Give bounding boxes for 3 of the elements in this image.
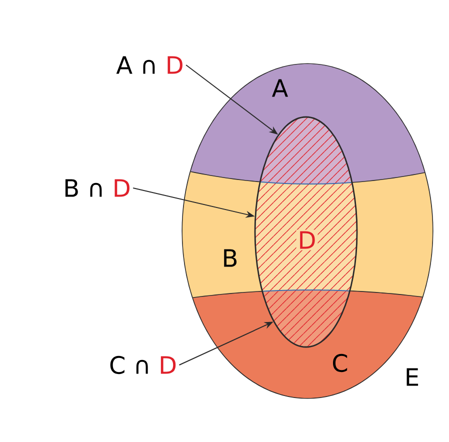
intersection-label: B ∩ D: [65, 179, 130, 197]
intersection-label: A ∩ D: [116, 56, 182, 74]
intersection-label: C ∩ D: [110, 356, 176, 374]
